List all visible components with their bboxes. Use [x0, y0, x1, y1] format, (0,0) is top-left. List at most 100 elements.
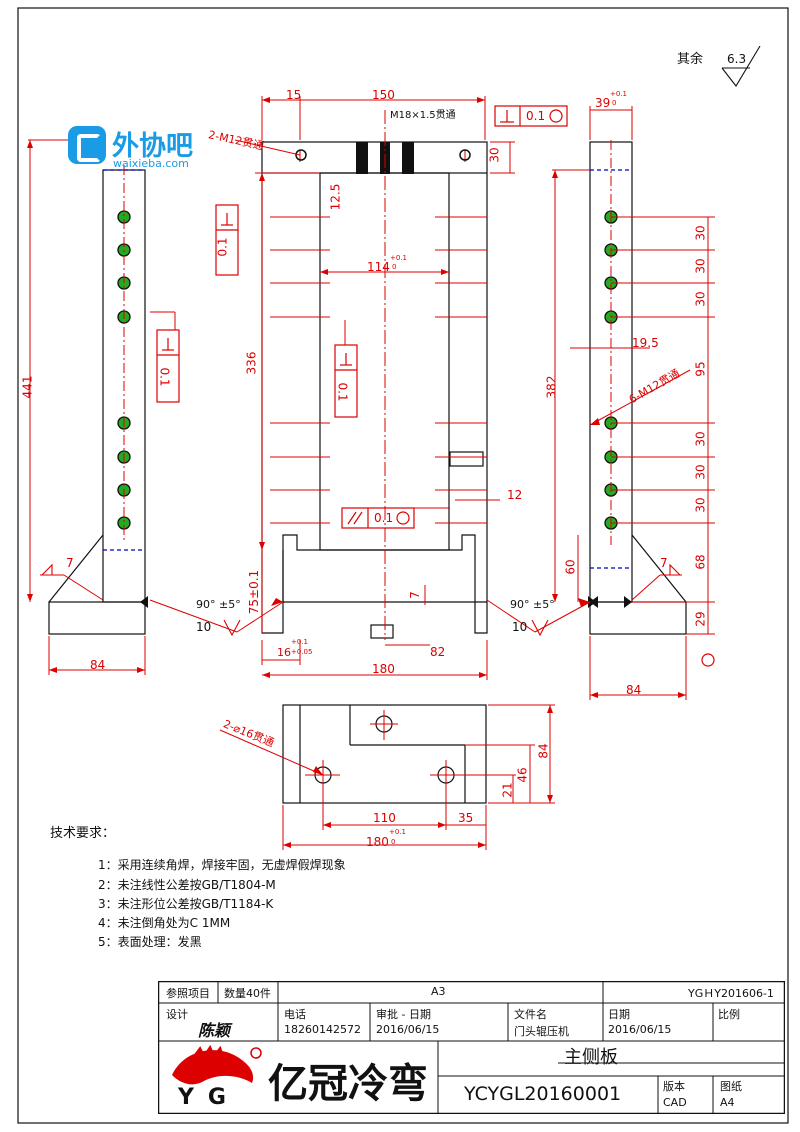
angle-right: 90° ±5° — [510, 598, 555, 611]
dim-180-tol: +0.1 — [389, 828, 406, 836]
dim-150: 150 — [372, 88, 395, 102]
right-hidden-lines — [590, 169, 632, 569]
tb-ref-label: 参照项目 — [166, 987, 210, 1000]
requirement-5: 5：表面处理：发黑 — [98, 935, 202, 949]
dim-15: 15 — [286, 88, 302, 102]
tb-file-label: 文件名 — [514, 1008, 547, 1021]
dim-30-6: 30 — [693, 497, 708, 513]
left-holes — [117, 165, 131, 540]
tolerance-frames — [156, 105, 715, 667]
roughness-label: 其余 — [677, 52, 704, 67]
left-side-view — [48, 169, 146, 635]
dim-30-top: 30 — [487, 147, 502, 163]
requirement-4: 4：未注倒角处为C 1MM — [98, 916, 231, 930]
tb-qty: 数量40件 — [224, 987, 271, 1000]
dim-39-tol: +0.1 — [610, 90, 627, 98]
tb-company: 亿冠冷弯 — [268, 1060, 428, 1107]
dim-12: 12 — [507, 488, 523, 502]
hole-m12-right — [459, 149, 471, 161]
company-logo-icon: YG — [164, 1044, 264, 1111]
bottom-centerlines — [305, 710, 465, 790]
top-plate — [261, 141, 488, 174]
tol-perp-a: 0.1 — [215, 237, 230, 257]
right-holes — [604, 140, 618, 545]
dim-7-center: 7 — [407, 591, 422, 599]
angle-left: 90° ±5° — [196, 598, 241, 611]
dim-84-left: 84 — [90, 658, 106, 672]
tb-file-name: 门头辊压机 — [514, 1025, 569, 1038]
dim-30-3: 30 — [693, 291, 708, 307]
dim-82: 82 — [430, 645, 446, 659]
dim-180-tol0: 0 — [391, 838, 396, 846]
tol-symbol-marks — [162, 213, 363, 525]
dim-84-right: 84 — [626, 683, 642, 697]
requirement-1: 1：采用连续角焊，焊接牢固，无虚焊假焊现象 — [98, 858, 346, 872]
tb-designer: 陈颖 — [198, 1021, 231, 1040]
tb-approve-date: 2016/06/15 — [376, 1023, 440, 1036]
tb-date-label: 日期 — [608, 1008, 630, 1021]
front-centerlines — [299, 110, 466, 640]
front-view — [261, 141, 488, 639]
dim-16: 16 — [277, 646, 291, 659]
requirement-2: 2：未注线性公差按GB/T1804-M — [98, 878, 276, 892]
requirement-3: 3：未注形位公差按GB/T1184-K — [98, 897, 274, 911]
dim-35: 35 — [458, 811, 474, 825]
dim-7-left: 7 — [66, 556, 74, 570]
roughness-symbol — [721, 45, 761, 87]
tb-drawing-no: YCYGL20160001 — [464, 1083, 622, 1105]
title-block-grid — [158, 981, 785, 1114]
dim-95: 95 — [693, 361, 708, 377]
dim-75: 75±0.1 — [247, 569, 262, 615]
dim-68: 68 — [693, 554, 708, 570]
dim-39-tol0: 0 — [612, 99, 617, 107]
watermark-logo-icon — [68, 126, 106, 164]
dim-39: 39 — [595, 96, 611, 110]
tb-approve-label: 审批 - 日期 — [376, 1008, 431, 1021]
dim-60: 60 — [563, 559, 578, 575]
dim-30-4: 30 — [693, 431, 708, 447]
dim-84-bottom: 84 — [536, 743, 551, 759]
dim-382: 382 — [544, 375, 559, 399]
dim-12-5: 12.5 — [328, 183, 343, 211]
dim-19-5: 19.5 — [632, 336, 659, 350]
dim-110: 110 — [373, 811, 396, 825]
dim-441: 441 — [20, 375, 35, 399]
weld-symbols — [41, 563, 681, 637]
side-frame — [261, 173, 488, 634]
side-slot — [449, 451, 484, 467]
tol-perp-c: 0.1 — [335, 382, 350, 402]
dim-46: 46 — [515, 767, 530, 783]
dim-180-bottom: 180 — [366, 835, 389, 849]
tb-version-label: 版本 — [663, 1080, 685, 1093]
dim-7-right: 7 — [660, 556, 668, 570]
weld-left: 10 — [196, 620, 212, 634]
requirements-title: 技术要求： — [50, 826, 116, 841]
dim-16-tol: +0.1 — [291, 638, 308, 646]
tb-scale-label: 比例 — [718, 1008, 740, 1021]
dim-21: 21 — [500, 782, 515, 798]
logo-letters: YG — [178, 1085, 240, 1110]
tb-phone: 18260142572 — [284, 1023, 361, 1036]
roughness-value: 6.3 — [727, 52, 747, 66]
hole-m12-left — [295, 149, 307, 161]
tb-part-name: 主侧板 — [564, 1047, 618, 1068]
tb-size: A3 — [431, 985, 446, 998]
tb-design-label: 设计 — [166, 1008, 188, 1021]
dimension-lines — [28, 96, 715, 850]
tol-parallel: 0.1 — [374, 511, 394, 525]
dim-16-tol2: +0.05 — [291, 648, 313, 656]
title-block: 参照项目 数量40件 A3 YGＨY201606-1 设计 陈颖 电话 1826… — [158, 981, 785, 1114]
dim-114-tol: +0.1 — [390, 254, 407, 262]
bottom-slot — [370, 624, 394, 639]
tol-perp-b: 0.1 — [157, 367, 172, 387]
dim-114-tol0: 0 — [392, 263, 397, 271]
dim-30-2: 30 — [693, 258, 708, 274]
dim-114: 114 — [367, 260, 390, 274]
tb-paper: A4 — [720, 1096, 735, 1109]
tb-version: CAD — [663, 1096, 687, 1109]
dim-thread: M18×1.5贯通 — [390, 110, 456, 121]
front-hole-lines — [270, 216, 487, 524]
weld-right: 10 — [512, 620, 528, 634]
dim-30-1: 30 — [693, 225, 708, 241]
